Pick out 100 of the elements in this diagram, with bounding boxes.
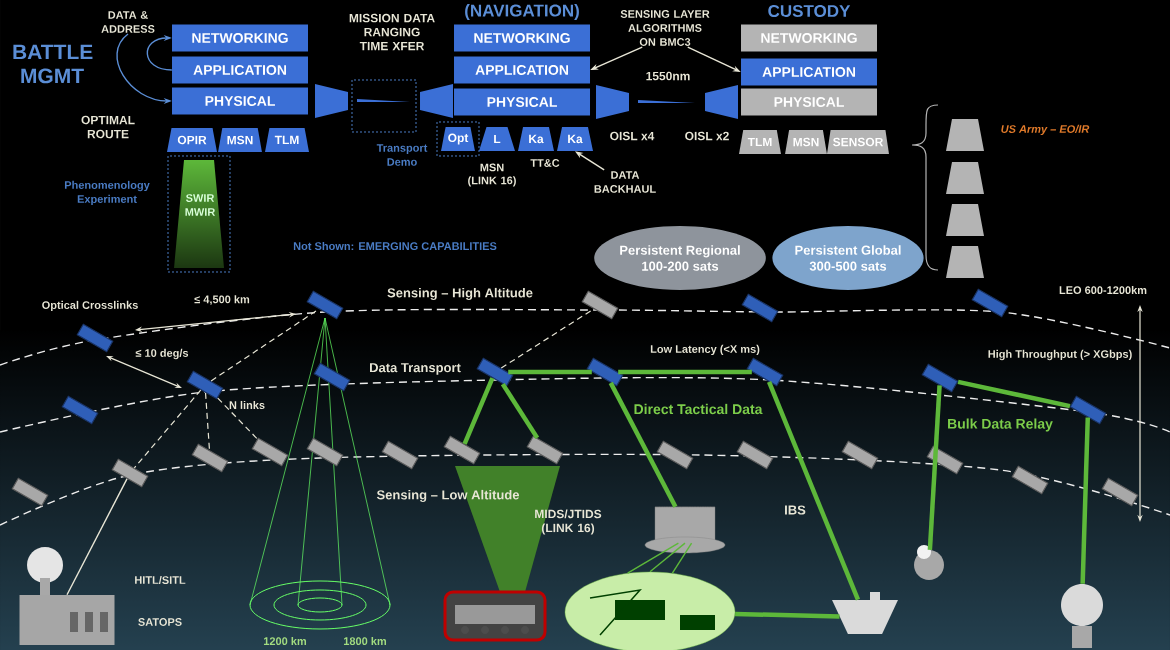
orbit-label: Data Transport: [370, 363, 461, 375]
satellite-icon: [11, 477, 49, 507]
beam-label: SWIR MWIR: [185, 194, 216, 216]
satellite-icon: [656, 440, 694, 470]
annotation-text: Not Shown: EMERGING CAPABILITIES: [293, 241, 497, 251]
protocol-layer-box: NETWORKING: [454, 24, 590, 52]
terminal-trapezoid: MSN: [218, 128, 262, 152]
annotation-text: Optical Crosslinks: [42, 300, 138, 312]
terminal-trapezoid: OPIR: [167, 128, 217, 152]
data-link-line: [927, 385, 942, 550]
satellite-icon: [1011, 465, 1049, 495]
annotation-text: ≤ 4,500 km: [194, 295, 250, 305]
terminal-trapezoid: L: [479, 127, 515, 151]
orbit-label: Sensing – Low Altitude: [376, 489, 520, 503]
satellite-icon: [381, 440, 419, 470]
data-link-line: [618, 369, 752, 375]
satellite-icon: [111, 458, 149, 488]
protocol-layer-box: PHYSICAL: [741, 88, 877, 116]
satellite-icon: [746, 357, 784, 387]
satellite-icon: [476, 357, 514, 387]
satellite-icon: [76, 323, 114, 353]
annotation-text: MIDS/JTIDS (LINK 16): [535, 509, 602, 535]
satellite-icon: [306, 290, 344, 320]
satellite-icon: [1069, 395, 1107, 425]
data-link-line: [462, 377, 495, 445]
annotation-text: OISL x4: [610, 131, 655, 141]
ship-drawing: [832, 592, 898, 635]
satellite-icon: [741, 293, 779, 323]
link-line: [66, 478, 128, 596]
dimension-label: 1200 km: [264, 636, 306, 646]
ground-terminal-drawing: [644, 506, 726, 554]
protocol-layer-box: PHYSICAL: [172, 87, 308, 115]
terminal-trapezoid: Opt: [441, 127, 475, 151]
dish-antenna-drawing: [914, 545, 944, 580]
terminal-trapezoid: Ka: [557, 127, 593, 151]
satellite-icon: [251, 437, 289, 467]
link-label: Direct Tactical Data: [634, 403, 763, 415]
data-link-line: [508, 369, 592, 375]
link-line: [217, 397, 258, 440]
data-link-line: [957, 379, 1071, 409]
annotation-text: DATA BACKHAUL: [594, 171, 656, 193]
annotation-text: SENSING LAYER ALGORITHMS ON BMC3: [620, 10, 710, 46]
satops-building-drawing: [19, 547, 115, 645]
annotation-text: SATOPS: [138, 618, 182, 626]
annotation-text: US Army – EO/IR: [1001, 124, 1090, 136]
annotation-text: N links: [229, 400, 265, 410]
protocol-layer-box: APPLICATION: [172, 56, 308, 84]
satellite-icon: [313, 362, 351, 392]
terminal-trapezoid: TLM: [265, 128, 309, 152]
satellite-icon: [443, 435, 481, 465]
annotation-text: OPTIMAL ROUTE: [81, 115, 135, 139]
link-line: [204, 392, 211, 451]
terminal-trapezoid: Ka: [518, 127, 554, 151]
dish-antenna-drawing: [1061, 584, 1103, 648]
annotation-text: High Throughput (> XGbps): [988, 349, 1132, 361]
link-line: [671, 542, 693, 574]
data-link-line: [500, 382, 540, 440]
annotation-text: Transport Demo: [376, 144, 428, 166]
data-link-line: [608, 381, 678, 508]
annotation-text: ≤ 10 deg/s: [135, 348, 189, 360]
satellite-icon: [581, 290, 619, 320]
satellite-icon: [841, 440, 879, 470]
protocol-layer-box: NETWORKING: [172, 24, 308, 52]
data-link-line: [735, 611, 840, 619]
orbit-label: Sensing – High Altitude: [387, 287, 533, 301]
annotation-text: MISSION DATA RANGING TIME XFER: [349, 13, 435, 51]
launcher-drawing: [443, 590, 547, 642]
satellite-icon: [186, 370, 224, 400]
data-link-line: [766, 381, 861, 601]
layer-heading: (NAVIGATION): [465, 4, 579, 20]
satellite-icon: [971, 288, 1009, 318]
orbit-label: IBS: [785, 505, 806, 515]
satellite-icon: [191, 443, 229, 473]
annotation-text: Low Latency (<X ms): [650, 344, 760, 356]
annotation-text: BATTLE MGMT: [13, 44, 93, 84]
protocol-layer-box: APPLICATION: [454, 56, 590, 84]
link-line: [649, 542, 686, 573]
protocol-layer-box: APPLICATION: [741, 58, 877, 86]
satellite-icon: [306, 437, 344, 467]
dimension-label: 1800 km: [344, 636, 386, 646]
annotation-text: LEO 600-1200km: [1059, 285, 1147, 295]
satellite-icon: [921, 363, 959, 393]
tactical-zone-drawing: [564, 571, 736, 650]
satellite-icon: [61, 395, 99, 425]
protocol-layer-box: NETWORKING: [741, 24, 877, 52]
node-label: PHYSICAL: [487, 97, 557, 107]
arrow: [146, 34, 173, 71]
link-label: Bulk Data Relay: [948, 418, 1053, 432]
link-line: [626, 542, 680, 574]
satellite-icon: [736, 440, 774, 470]
layer-heading: CUSTODY: [768, 5, 851, 17]
terminal-trapezoid: TLM: [739, 130, 781, 154]
annotation-text: Phenomenology Experiment: [64, 180, 150, 206]
annotation-text: DATA & ADDRESS: [101, 11, 155, 33]
annotation-text: 1550nm: [646, 71, 690, 81]
annotation-text: TT&C: [530, 159, 560, 167]
data-link-line: [1080, 417, 1090, 584]
annotation-text: OISL x2: [685, 131, 729, 141]
link-line: [133, 389, 202, 469]
satellite-icon: [926, 445, 964, 475]
